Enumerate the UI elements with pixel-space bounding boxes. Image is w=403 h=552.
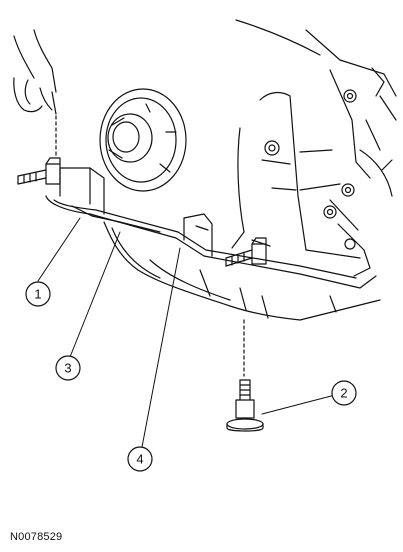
callout-4: 4	[127, 446, 153, 472]
oil-pan-body	[103, 221, 381, 321]
gasket-bracket-left	[59, 167, 105, 215]
stud-right	[225, 237, 267, 267]
callout-1: 1	[25, 281, 51, 307]
callout-1-label: 1	[34, 287, 41, 302]
stud-left	[17, 157, 61, 185]
engine-block	[231, 19, 397, 277]
callout-2-label: 2	[340, 386, 347, 401]
figure-id: N0078529	[10, 531, 63, 543]
callout-3: 3	[55, 355, 81, 381]
oil-pan-bolt	[226, 379, 264, 432]
alignment-lines	[55, 115, 245, 377]
callout-2: 2	[331, 380, 357, 406]
hand-outline	[13, 29, 57, 115]
callout-4-label: 4	[136, 452, 143, 467]
callout-3-label: 3	[64, 361, 71, 376]
pulley-damper	[99, 88, 187, 192]
oil-pan-gasket	[45, 195, 377, 289]
gasket-bracket-middle	[183, 213, 213, 257]
leader-lines	[37, 217, 336, 448]
